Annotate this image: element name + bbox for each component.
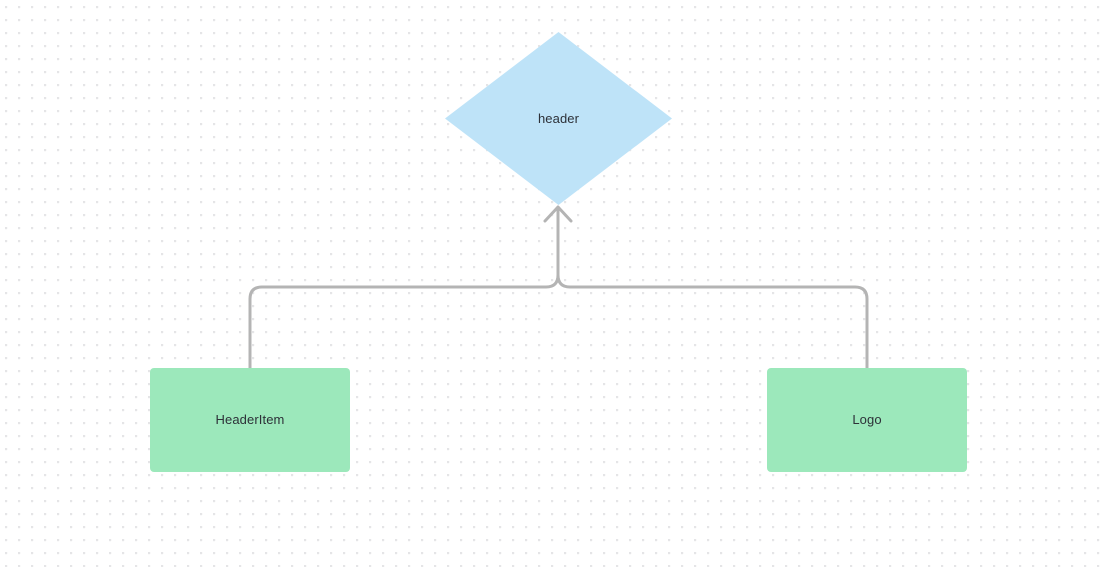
edge-headeritem-to-header	[248, 206, 560, 370]
node-header[interactable]: header	[445, 32, 672, 205]
node-headeritem-label: HeaderItem	[215, 412, 285, 428]
node-logo-label: Logo	[852, 412, 882, 428]
node-headeritem[interactable]: HeaderItem	[150, 368, 350, 472]
arrowhead-icon	[543, 205, 573, 223]
edge-logo-to-header	[556, 206, 869, 370]
diamond-shape	[445, 32, 672, 205]
node-header-label: header	[537, 110, 580, 126]
node-logo[interactable]: Logo	[767, 368, 967, 472]
